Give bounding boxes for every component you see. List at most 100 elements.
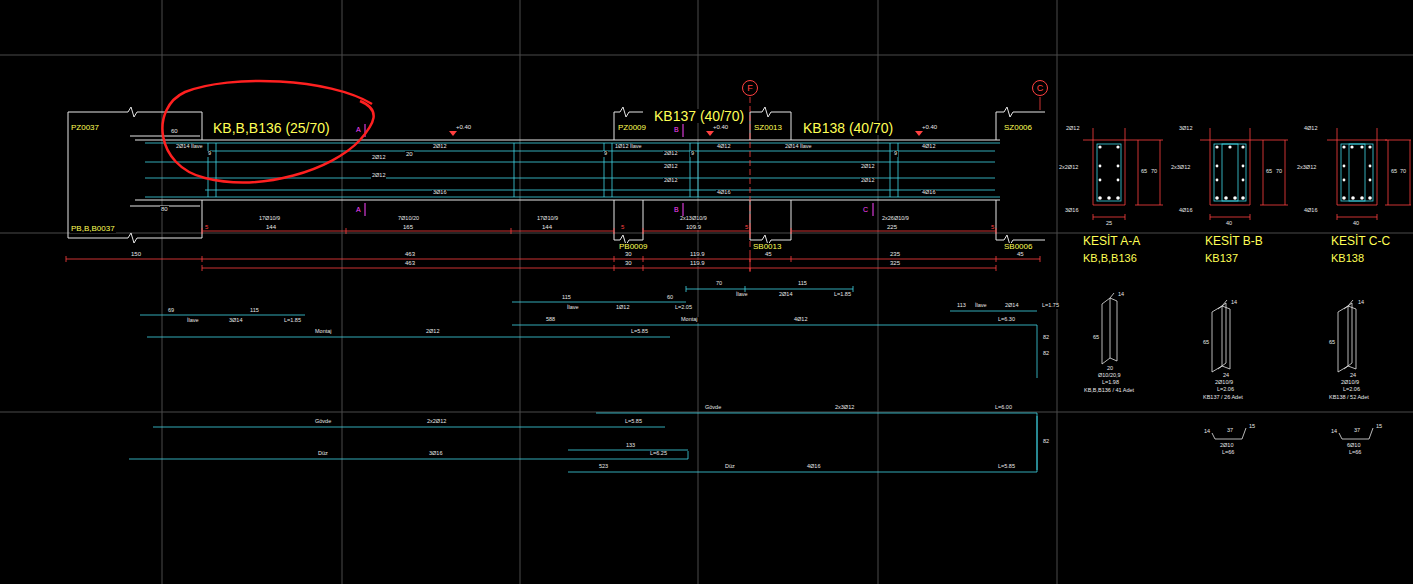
bar-schedule-line xyxy=(568,450,688,451)
drawing-label: 133 xyxy=(625,443,636,449)
drawing-label: B xyxy=(673,126,680,133)
grid-line xyxy=(162,0,1057,584)
drawing-label: 1Ø12 xyxy=(615,305,630,311)
drawing-label: 325 xyxy=(889,260,901,266)
rebar-dot xyxy=(1351,196,1355,200)
drawing-label: İlave xyxy=(566,305,580,311)
drawing-label: KB137 xyxy=(1204,253,1239,264)
dimension-line xyxy=(66,228,1040,271)
drawing-label: 17Ø10/9 xyxy=(536,216,559,222)
drawing-label: L=2.06 xyxy=(1342,387,1361,393)
drawing-label: 15 xyxy=(1248,424,1256,430)
drawing-label: 14 xyxy=(1117,292,1125,298)
drawing-label: 4Ø12 xyxy=(793,317,808,323)
drawing-label: 2Ø12 xyxy=(432,144,447,150)
bar-schedule-line xyxy=(153,427,665,428)
drawing-label: KESİT C-C xyxy=(1330,235,1391,247)
rebar-dot xyxy=(1241,196,1245,200)
drawing-label: +0.40 xyxy=(455,124,472,130)
concrete-outline xyxy=(996,200,1045,245)
drawing-label: 25 xyxy=(1105,221,1113,227)
drawing-label: A xyxy=(355,126,362,133)
rebar-dot xyxy=(1241,145,1244,148)
drawing-label: 24 xyxy=(1349,373,1357,379)
drawing-label: KB,B,B136 xyxy=(1082,253,1138,264)
drawing-label: 65 xyxy=(1328,340,1336,346)
drawing-label: Montaj xyxy=(680,317,699,323)
drawing-label: 82 xyxy=(1042,351,1050,357)
drawing-label: 2Ø12 xyxy=(663,178,678,184)
rebar-dot xyxy=(1350,145,1353,148)
drawing-label: KB137 (40/70) xyxy=(653,109,745,123)
drawing-label: 2x3Ø12 xyxy=(834,405,855,411)
rebar-dot xyxy=(1368,145,1371,148)
drawing-label: 40 xyxy=(1352,221,1360,227)
section-drawing xyxy=(1341,144,1373,201)
drawing-label: L=5.85 xyxy=(630,329,649,335)
drawing-label: A xyxy=(355,206,362,213)
rebar-dot xyxy=(1242,165,1245,168)
rebar-dot xyxy=(1369,179,1372,182)
dimension-line xyxy=(202,228,996,234)
section-drawing xyxy=(1222,144,1238,201)
drawing-label: PB,B,B0037 xyxy=(70,225,116,233)
dimension-line xyxy=(202,231,996,232)
drawing-label: İlave xyxy=(974,303,988,309)
drawing-label: 115 xyxy=(249,308,260,314)
section-drawing xyxy=(1349,144,1365,201)
drawing-label: 37 xyxy=(1353,428,1361,434)
stirrup-shape xyxy=(1339,428,1373,439)
drawing-label: 7Ø10/20 xyxy=(397,216,420,222)
drawing-label: 70 xyxy=(1399,169,1407,175)
drawing-label: 82 xyxy=(1042,439,1050,445)
drawing-label: 165 xyxy=(402,224,414,230)
drawing-label: 24 xyxy=(1222,373,1230,379)
drawing-label: 119.9 xyxy=(689,251,706,257)
bar-schedule-line xyxy=(140,315,305,316)
drawing-label: 4Ø16 xyxy=(1178,208,1193,214)
bar-schedule-line xyxy=(512,325,1037,378)
drawing-label: L=1.85 xyxy=(283,318,302,324)
section-drawing xyxy=(1327,128,1411,220)
drawing-label: L=2.06 xyxy=(1216,387,1235,393)
drawing-label: 2Ø12 xyxy=(663,164,678,170)
bar-schedule-line xyxy=(129,451,688,459)
bar-schedule-line xyxy=(147,337,670,338)
drawing-label: Düz xyxy=(317,451,329,457)
bar-schedule-line xyxy=(950,311,1037,312)
drawing-label: 30 xyxy=(624,260,633,266)
drawing-label: 144 xyxy=(265,224,277,230)
drawing-label: 2Ø10/9 xyxy=(1340,380,1360,386)
level-mark xyxy=(706,131,714,136)
drawing-label: 20 xyxy=(405,151,414,157)
drawing-label: Düz xyxy=(724,464,736,470)
rebar-dot xyxy=(1215,145,1218,148)
concrete-outline xyxy=(68,112,69,238)
drawing-label: 2Ø12 xyxy=(663,151,678,157)
drawing-label: 2Ø10 xyxy=(1219,443,1234,449)
drawing-label: 2Ø14 xyxy=(1004,303,1019,309)
drawing-label: 80 xyxy=(160,206,169,212)
concrete-outline xyxy=(68,107,1045,245)
drawing-label: 6Ø10 xyxy=(1346,443,1361,449)
drawing-label: 9 xyxy=(603,151,608,157)
rebar-dot xyxy=(1098,196,1102,200)
drawing-label: 45 xyxy=(764,251,773,257)
drawing-label: 2x3Ø12 xyxy=(1296,165,1317,171)
concrete-outline xyxy=(750,200,791,245)
drawing-label: 65 xyxy=(1140,169,1148,175)
drawing-label: 4Ø16 xyxy=(921,190,936,196)
red-markup xyxy=(162,81,373,182)
rebar-dot xyxy=(1343,165,1346,168)
grid-label: F xyxy=(747,84,753,93)
drawing-label: SZ0006 xyxy=(1003,124,1033,132)
drawing-label: L=1.75 xyxy=(1041,303,1060,309)
section-drawing xyxy=(1214,144,1246,201)
rebar-dot xyxy=(1117,179,1120,182)
rebar-dot xyxy=(1107,196,1111,200)
drawing-label: 40 xyxy=(1225,221,1233,227)
drawing-label: 119.9 xyxy=(689,260,706,266)
drawing-label: PZ0037 xyxy=(70,124,100,132)
rebar-line xyxy=(145,143,1000,197)
